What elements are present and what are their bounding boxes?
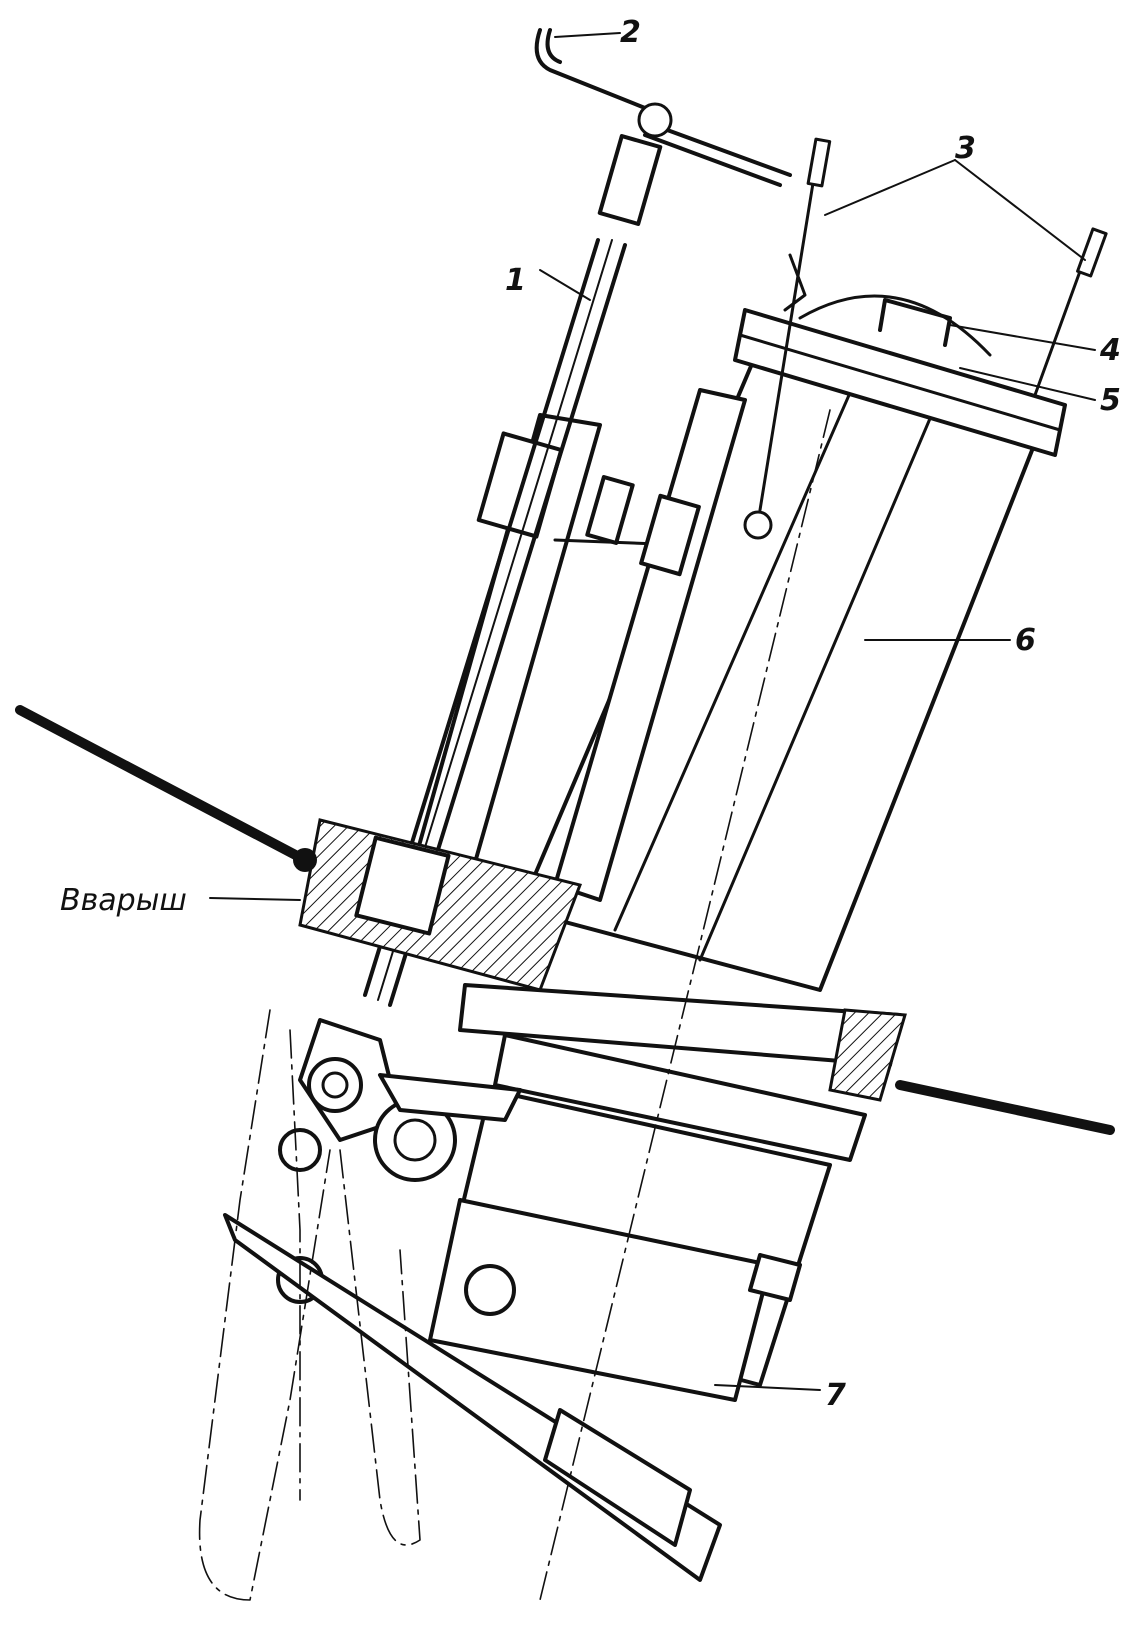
callout-2: 2	[620, 15, 641, 50]
callout-3: 3	[955, 131, 976, 166]
leader-lines	[209, 32, 1096, 1391]
indicator-rods	[743, 137, 1108, 540]
callout-6: 6	[1015, 623, 1036, 658]
handle-rod-left-icon	[15, 705, 310, 865]
cover-handle-icon	[878, 298, 952, 347]
weld-label: Вварыш	[60, 883, 187, 918]
guide-column	[413, 388, 747, 902]
handle-rod-right-icon	[895, 1080, 1115, 1135]
callout-1: 1	[505, 263, 526, 298]
callout-5: 5	[1100, 383, 1121, 418]
centerline	[539, 409, 831, 1601]
t-handle-icon	[534, 28, 652, 112]
flap-outline	[198, 1009, 421, 1601]
callout-7: 7	[825, 1378, 846, 1413]
callout-4: 4	[1099, 333, 1121, 368]
lever-mechanism	[223, 1018, 722, 1582]
weld-boss-section	[15, 705, 583, 992]
bottom-nozzle	[428, 1198, 802, 1402]
top-cover	[733, 294, 1067, 457]
